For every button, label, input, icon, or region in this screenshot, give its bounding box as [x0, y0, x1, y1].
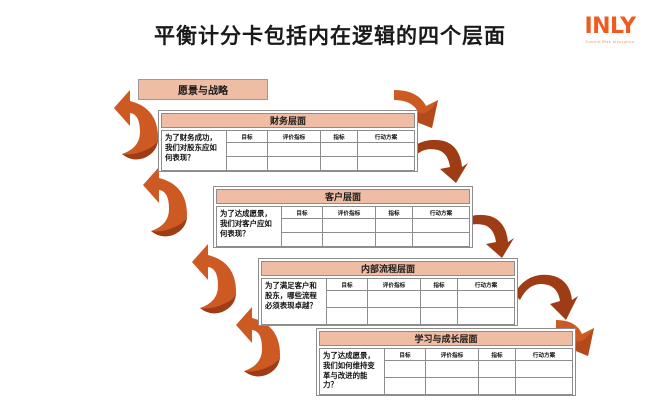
cell[interactable] — [281, 218, 323, 233]
table-header-row: 目标 评价指标 指标 行动方案 — [384, 348, 573, 361]
cell[interactable] — [367, 290, 421, 308]
col-header-2: 指标 — [320, 130, 358, 143]
col-header-1: 评价指标 — [367, 278, 421, 291]
col-header-3: 行动方案 — [412, 206, 470, 219]
block-body-financial: 为了财务成功，我们对股东应如何表现？ 目标 评价指标 指标 行动方案 — [161, 130, 415, 171]
col-header-1: 评价指标 — [267, 130, 321, 143]
vision-strategy-box[interactable]: 愿景与战略 — [138, 79, 268, 100]
cell[interactable] — [515, 360, 573, 378]
table-financial[interactable]: 目标 评价指标 指标 行动方案 — [226, 130, 415, 171]
cell[interactable] — [515, 377, 573, 395]
col-header-0: 目标 — [281, 206, 323, 219]
cell[interactable] — [412, 218, 470, 233]
col-header-0: 目标 — [326, 278, 368, 291]
cell[interactable] — [367, 307, 421, 325]
table-row[interactable] — [384, 360, 573, 378]
cell[interactable] — [322, 232, 376, 247]
table-internal-process[interactable]: 目标 评价指标 指标 行动方案 — [326, 278, 515, 325]
cell[interactable] — [326, 307, 368, 325]
arrow-internal-to-customer — [182, 240, 254, 322]
block-title-customer: 客户层面 — [216, 189, 470, 204]
perspective-block-financial[interactable]: 财务层面 为了财务成功，我们对股东应如何表现？ 目标 评价指标 指标 行动方案 — [158, 110, 418, 172]
cell[interactable] — [267, 142, 321, 157]
cell[interactable] — [478, 377, 516, 395]
table-learning-growth[interactable]: 目标 评价指标 指标 行动方案 — [384, 348, 573, 395]
cell[interactable] — [320, 156, 358, 171]
block-body-customer: 为了达成愿景，我们对客户应如何表现？ 目标 评价指标 指标 行动方案 — [216, 206, 470, 247]
question-internal-process: 为了满足客户和股东，哪些流程必须表现卓越？ — [261, 278, 326, 325]
table-row[interactable] — [326, 307, 515, 325]
col-header-1: 评价指标 — [425, 348, 479, 361]
question-financial: 为了财务成功，我们对股东应如何表现？ — [161, 130, 226, 171]
cell[interactable] — [425, 377, 479, 395]
logo-tagline: Control Risk Innovation — [585, 40, 635, 44]
table-row[interactable] — [281, 232, 470, 247]
col-header-0: 目标 — [384, 348, 426, 361]
table-header-row: 目标 评价指标 指标 行动方案 — [281, 206, 470, 219]
cell[interactable] — [384, 377, 426, 395]
table-row[interactable] — [226, 156, 415, 171]
cell[interactable] — [420, 290, 458, 308]
cell[interactable] — [226, 142, 268, 157]
inly-logo: INLY Control Risk Innovation — [572, 14, 648, 45]
cell[interactable] — [357, 156, 415, 171]
col-header-2: 指标 — [375, 206, 413, 219]
col-header-0: 目标 — [226, 130, 268, 143]
arrow-learning-to-internal — [230, 303, 302, 385]
arrow-internal-down-learning — [512, 268, 580, 324]
cell[interactable] — [412, 232, 470, 247]
col-header-3: 行动方案 — [457, 278, 515, 291]
cell[interactable] — [384, 360, 426, 378]
table-header-row: 目标 评价指标 指标 行动方案 — [226, 130, 415, 143]
perspective-block-internal-process[interactable]: 内部流程层面 为了满足客户和股东，哪些流程必须表现卓越？ 目标 评价指标 指标 … — [258, 258, 518, 326]
perspective-block-learning-growth[interactable]: 学习与成长层面 为了达成愿景，我们如何维持变革与改进的能力？ 目标 评价指标 指… — [316, 328, 576, 396]
block-title-financial: 财务层面 — [161, 113, 415, 128]
question-customer: 为了达成愿景，我们对客户应如何表现？ — [216, 206, 281, 247]
table-header-row: 目标 评价指标 指标 行动方案 — [326, 278, 515, 291]
block-title-internal-process: 内部流程层面 — [261, 261, 515, 276]
cell[interactable] — [226, 156, 268, 171]
table-row[interactable] — [384, 377, 573, 395]
col-header-3: 行动方案 — [357, 130, 415, 143]
cell[interactable] — [281, 232, 323, 247]
cell[interactable] — [375, 218, 413, 233]
arrow-to-vision — [96, 86, 168, 168]
cell[interactable] — [457, 290, 515, 308]
logo-wordmark: INLY — [584, 14, 636, 39]
block-body-learning-growth: 为了达成愿景，我们如何维持变革与改进的能力？ 目标 评价指标 指标 行动方案 — [319, 348, 573, 395]
arrow-customer-to-financial — [133, 163, 205, 245]
page-title: 平衡计分卡包括内在逻辑的四个层面 — [154, 24, 506, 48]
table-customer[interactable]: 目标 评价指标 指标 行动方案 — [281, 206, 470, 247]
col-header-1: 评价指标 — [322, 206, 376, 219]
block-body-internal-process: 为了满足客户和股东，哪些流程必须表现卓越？ 目标 评价指标 指标 行动方案 — [261, 278, 515, 325]
cell[interactable] — [322, 218, 376, 233]
table-row[interactable] — [226, 142, 415, 157]
cell[interactable] — [457, 307, 515, 325]
question-learning-growth: 为了达成愿景，我们如何维持变革与改进的能力？ — [319, 348, 384, 395]
arrow-financial-down-customer — [400, 133, 468, 185]
table-row[interactable] — [281, 218, 470, 233]
col-header-2: 指标 — [478, 348, 516, 361]
col-header-2: 指标 — [420, 278, 458, 291]
cell[interactable] — [478, 360, 516, 378]
cell[interactable] — [267, 156, 321, 171]
cell[interactable] — [375, 232, 413, 247]
col-header-3: 行动方案 — [515, 348, 573, 361]
table-row[interactable] — [326, 290, 515, 308]
cell[interactable] — [425, 360, 479, 378]
cell[interactable] — [320, 142, 358, 157]
cell[interactable] — [326, 290, 368, 308]
block-title-learning-growth: 学习与成长层面 — [319, 331, 573, 346]
cell[interactable] — [420, 307, 458, 325]
perspective-block-customer[interactable]: 客户层面 为了达成愿景，我们对客户应如何表现？ 目标 评价指标 指标 行动方案 — [213, 186, 473, 248]
cell[interactable] — [357, 142, 415, 157]
